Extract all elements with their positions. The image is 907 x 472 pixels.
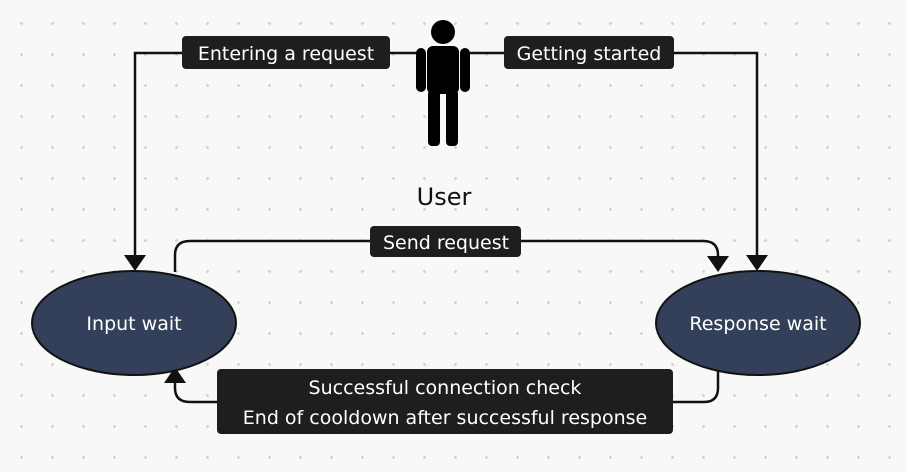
svg-text:Input wait: Input wait	[86, 313, 181, 335]
arrowhead-send-request	[707, 256, 729, 272]
node-response-wait: Response wait	[655, 270, 861, 376]
person-icon	[416, 20, 470, 146]
svg-text:Response wait: Response wait	[689, 313, 826, 335]
svg-text:Successful connection check: Successful connection check	[309, 377, 582, 399]
arrowhead-input-wait-top	[124, 255, 146, 271]
label-getting-started: Getting started	[504, 36, 674, 69]
arrowhead-return	[164, 367, 186, 383]
label-send-request: Send request	[370, 226, 521, 257]
svg-text:Entering a request: Entering a request	[198, 43, 374, 65]
svg-text:Getting started: Getting started	[517, 43, 662, 65]
label-entering-request: Entering a request	[182, 36, 390, 69]
svg-text:End of cooldown after successf: End of cooldown after successful respons…	[243, 407, 647, 429]
arrowhead-response-wait-top	[746, 255, 768, 271]
label-return: Successful connection check End of coold…	[217, 369, 673, 434]
svg-text:Send request: Send request	[383, 232, 509, 254]
actor-label: User	[417, 183, 472, 211]
node-input-wait: Input wait	[31, 270, 237, 376]
